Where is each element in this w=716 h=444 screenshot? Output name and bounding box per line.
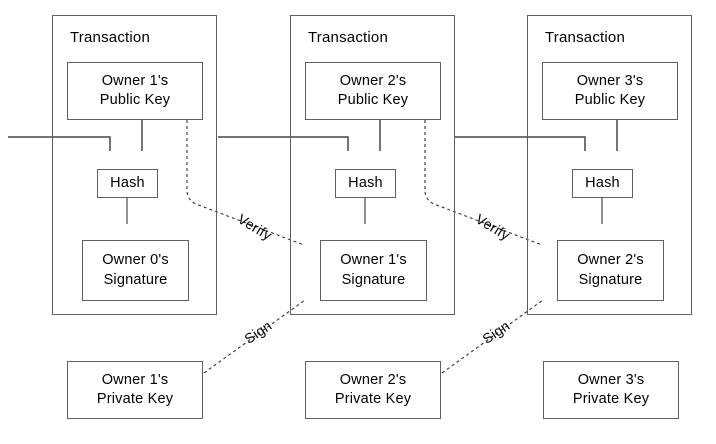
public-key-label-line1: Owner 1's [101,72,169,89]
private-key-box-1: Owner 1's Private Key [67,361,203,419]
signature-label-line2: Signature [103,271,168,288]
private-key-box-3: Owner 3's Private Key [543,361,679,419]
public-key-box-3: Owner 3's Public Key [542,62,678,120]
signature-label-line2: Signature [578,271,643,288]
private-key-label-line2: Private Key [334,391,412,407]
verify-label-1: Verify [235,210,275,244]
signature-label-line1: Owner 0's [102,252,169,268]
public-key-label-line2: Public Key [99,92,171,108]
transaction-title-1: Transaction [70,29,151,46]
transaction-box-2: Transaction Owner 2's Public Key Hash Ow… [290,15,455,315]
private-key-label-line1: Owner 1's [101,371,169,388]
hash-label: Hash [348,174,383,191]
hash-label: Hash [585,174,620,191]
transaction-title-2: Transaction [308,29,389,46]
verify-label-2: Verify [473,210,513,244]
hash-box-1: Hash [97,169,158,198]
public-key-label-line2: Public Key [574,92,646,108]
signature-box-2: Owner 1's Signature [320,240,427,301]
private-key-box-2: Owner 2's Private Key [305,361,441,419]
signature-box-1: Owner 0's Signature [82,240,189,301]
hash-label: Hash [110,174,145,191]
transaction-box-1: Transaction Owner 1's Public Key Hash Ow… [52,15,217,315]
private-key-label-line1: Owner 3's [577,371,645,388]
private-key-label-line2: Private Key [572,391,650,407]
signature-label-line1: Owner 2's [577,252,644,268]
public-key-label-line1: Owner 2's [339,72,407,89]
sign-label-2: Sign [479,317,513,347]
public-key-label-line1: Owner 3's [576,72,644,89]
public-key-label-line2: Public Key [337,92,409,108]
private-key-label-line2: Private Key [96,391,174,407]
hash-box-2: Hash [335,169,396,198]
signature-label-line1: Owner 1's [340,252,407,268]
transaction-title-3: Transaction [545,29,626,46]
sign-label-1: Sign [241,317,275,347]
hash-box-3: Hash [572,169,633,198]
signature-label-line2: Signature [341,271,406,288]
transaction-box-3: Transaction Owner 3's Public Key Hash Ow… [527,15,692,315]
private-key-label-line1: Owner 2's [339,371,407,388]
public-key-box-2: Owner 2's Public Key [305,62,441,120]
signature-box-3: Owner 2's Signature [557,240,664,301]
public-key-box-1: Owner 1's Public Key [67,62,203,120]
